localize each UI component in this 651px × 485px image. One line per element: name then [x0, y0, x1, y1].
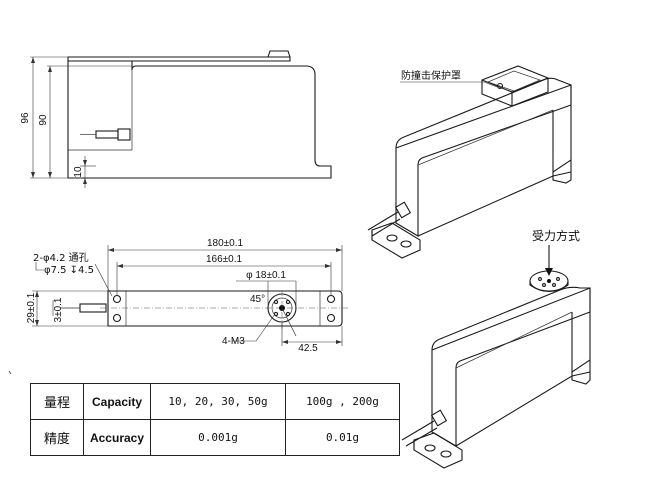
iso-bottom-body [431, 287, 591, 447]
dim-body-height: 90 [38, 114, 49, 126]
accuracy-low-range: 0.001g [150, 419, 286, 456]
capacity-low-range: 10, 20, 30, 50g [150, 383, 286, 420]
capacity-high-range: 100g , 200g [285, 383, 400, 420]
top-view-body [107, 290, 343, 327]
table-row-accuracy: 精度 Accuracy 0.001g 0.01g [30, 419, 400, 456]
row-label-zh: 精度 [30, 419, 84, 456]
hole-note-through: 2-φ4.2 通孔 [33, 252, 89, 264]
dim-radius: 42.5 [298, 343, 318, 354]
dim-base: 10 [73, 166, 84, 178]
row-label-en: Accuracy [83, 419, 151, 456]
hole-note-counterbore: φ7.5 ↧4.5 [44, 265, 94, 276]
iso-view-top: 防撞击保护罩 [367, 65, 572, 259]
table-row-capacity: 量程 Capacity 10, 20, 30, 50g 100g , 200g [30, 383, 400, 420]
callout-protective-cap: 防撞击保护罩 [401, 69, 461, 82]
top-view: 180±0.1 166±0.1 φ 18±0.1 45° 4-M3 42.5 2… [26, 238, 350, 354]
front-view-body [67, 61, 332, 179]
front-view-platen [67, 56, 291, 62]
accuracy-high-range: 0.01g [285, 419, 400, 456]
iso-view-bottom: 受力方式 [401, 228, 591, 469]
protective-cap [481, 65, 549, 107]
dim-length-total: 180±0.1 [207, 238, 244, 249]
dim-overall-height: 96 [20, 112, 31, 124]
dim-hole-spacing: 166±0.1 [206, 254, 243, 265]
spec-table: 量程 Capacity 10, 20, 30, 50g 100g , 200g … [30, 383, 400, 456]
dim-width: 29±0.1 [26, 292, 37, 323]
iso-top-body [395, 84, 572, 237]
dim-circle-dia: φ 18±0.1 [246, 270, 286, 281]
front-view: 96 90 10 [20, 50, 332, 188]
row-label-en: Capacity [83, 383, 151, 420]
row-label-zh: 量程 [30, 383, 84, 420]
dim-offset: 3±0.1 [53, 297, 64, 322]
thread-note: 4-M3 [222, 336, 245, 347]
callout-load-direction: 受力方式 [532, 228, 580, 243]
dim-angle: 45° [250, 294, 265, 305]
